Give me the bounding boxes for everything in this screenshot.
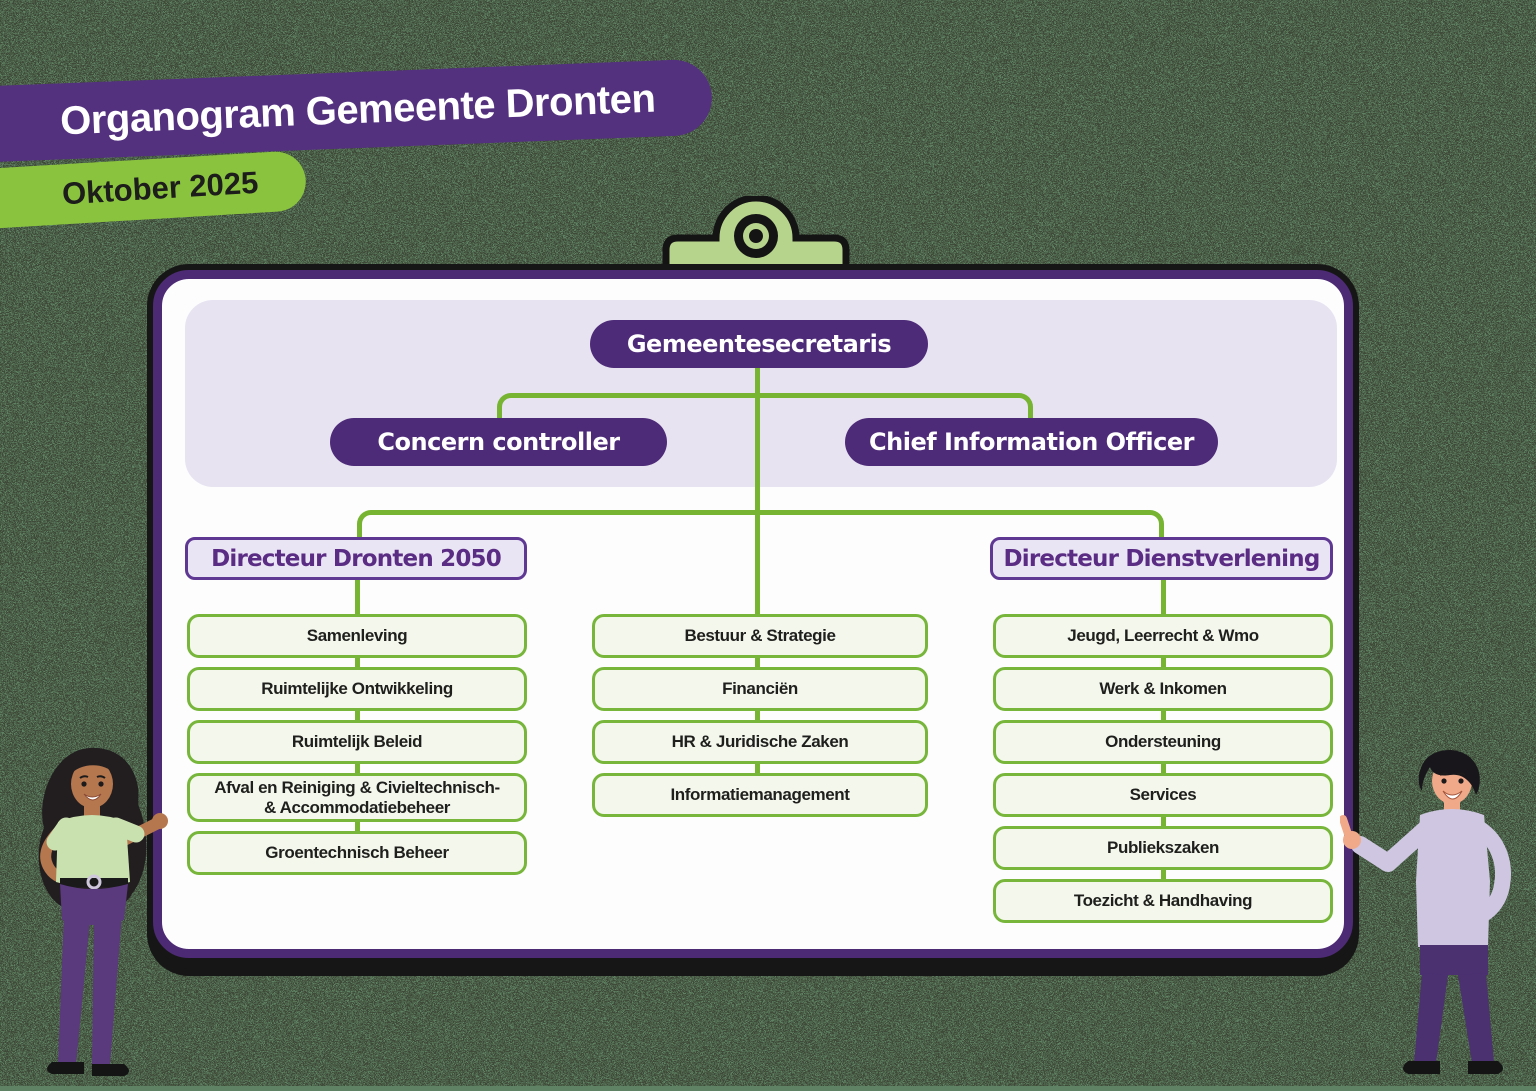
- node-label: Chief Information Officer: [869, 428, 1194, 456]
- man-thumb: [1339, 815, 1352, 838]
- man-smile: [1442, 790, 1463, 800]
- man-eye-right: [1458, 778, 1464, 784]
- woman-brow-right: [96, 775, 106, 779]
- department-box: HR & Juridische Zaken: [592, 720, 928, 764]
- woman-smile: [83, 793, 102, 801]
- woman-shoe-right: [92, 1064, 129, 1076]
- man-leg-right: [1458, 973, 1494, 1063]
- node-chief-information-officer: Chief Information Officer: [845, 418, 1218, 466]
- woman-brow-left: [79, 775, 89, 779]
- department-box: Werk & Inkomen: [993, 667, 1333, 711]
- page-title: Organogram Gemeente Dronten: [59, 76, 657, 143]
- connector-directors-bracket: [357, 510, 1164, 537]
- man-brow-left: [1439, 772, 1449, 776]
- department-box: Jeugd, Leerrecht & Wmo: [993, 614, 1333, 658]
- department-box: Bestuur & Strategie: [592, 614, 928, 658]
- woman-leg-right: [92, 914, 122, 1064]
- node-label: Directeur Dienstverlening: [1003, 545, 1320, 572]
- department-box: Samenleving: [187, 614, 527, 658]
- man-shoe-left: [1403, 1061, 1440, 1074]
- node-label: Gemeentesecretaris: [626, 330, 892, 358]
- man-hair: [1418, 750, 1480, 795]
- man-pants-hips: [1420, 945, 1488, 975]
- woman-head: [71, 760, 113, 808]
- department-box: Groentechnisch Beheer: [187, 831, 527, 876]
- woman-sleeve-left: [46, 817, 75, 851]
- woman-hair-front: [69, 758, 115, 776]
- node-gemeentesecretaris: Gemeentesecretaris: [590, 320, 928, 368]
- department-box: Informatiemanagement: [592, 773, 928, 817]
- department-box: Afval en Reiniging & Civieltechnisch- & …: [187, 773, 527, 823]
- node-directeur-dronten-2050: Directeur Dronten 2050: [185, 537, 527, 580]
- department-box: Ruimtelijk Beleid: [187, 720, 527, 764]
- man-eye-left: [1441, 778, 1447, 784]
- node-label: Directeur Dronten 2050: [211, 545, 502, 572]
- connector-staff-bracket: [497, 393, 1033, 419]
- department-box: Ondersteuning: [993, 720, 1333, 764]
- illustration-man: [1339, 741, 1536, 1091]
- department-box: Services: [993, 773, 1333, 817]
- woman-belt: [60, 878, 128, 887]
- date-label: Oktober 2025: [61, 164, 260, 212]
- clipboard-clip: [648, 194, 864, 285]
- illustration-woman: [8, 742, 218, 1091]
- woman-shoe-left: [47, 1062, 84, 1074]
- man-leg-left: [1414, 973, 1448, 1063]
- node-concern-controller: Concern controller: [330, 418, 667, 466]
- woman-pants-hips: [60, 884, 128, 925]
- department-box: Publiekszaken: [993, 826, 1333, 870]
- man-arm-raised: [1351, 820, 1435, 872]
- department-box: Ruimtelijke Ontwikkeling: [187, 667, 527, 711]
- node-directeur-dienstverlening: Directeur Dienstverlening: [990, 537, 1333, 580]
- woman-eye-left: [81, 781, 87, 787]
- man-shoe-right: [1468, 1061, 1503, 1074]
- woman-belt-buckle: [86, 874, 102, 890]
- man-arm-hip: [1472, 821, 1511, 923]
- department-box: Toezicht & Handhaving: [993, 879, 1333, 923]
- woman-sleeve-right: [107, 817, 145, 843]
- department-box: Financiën: [592, 667, 928, 711]
- woman-hand: [152, 813, 168, 829]
- clipboard-board: Gemeentesecretaris Concern controller Ch…: [153, 270, 1353, 958]
- node-label: Concern controller: [377, 428, 620, 456]
- man-torso: [1416, 809, 1490, 947]
- connector-center-line: [755, 368, 760, 798]
- clip-hole: [749, 229, 763, 243]
- woman-eye-right: [98, 781, 104, 787]
- woman-leg-left: [58, 914, 90, 1064]
- man-brow-right: [1456, 772, 1466, 776]
